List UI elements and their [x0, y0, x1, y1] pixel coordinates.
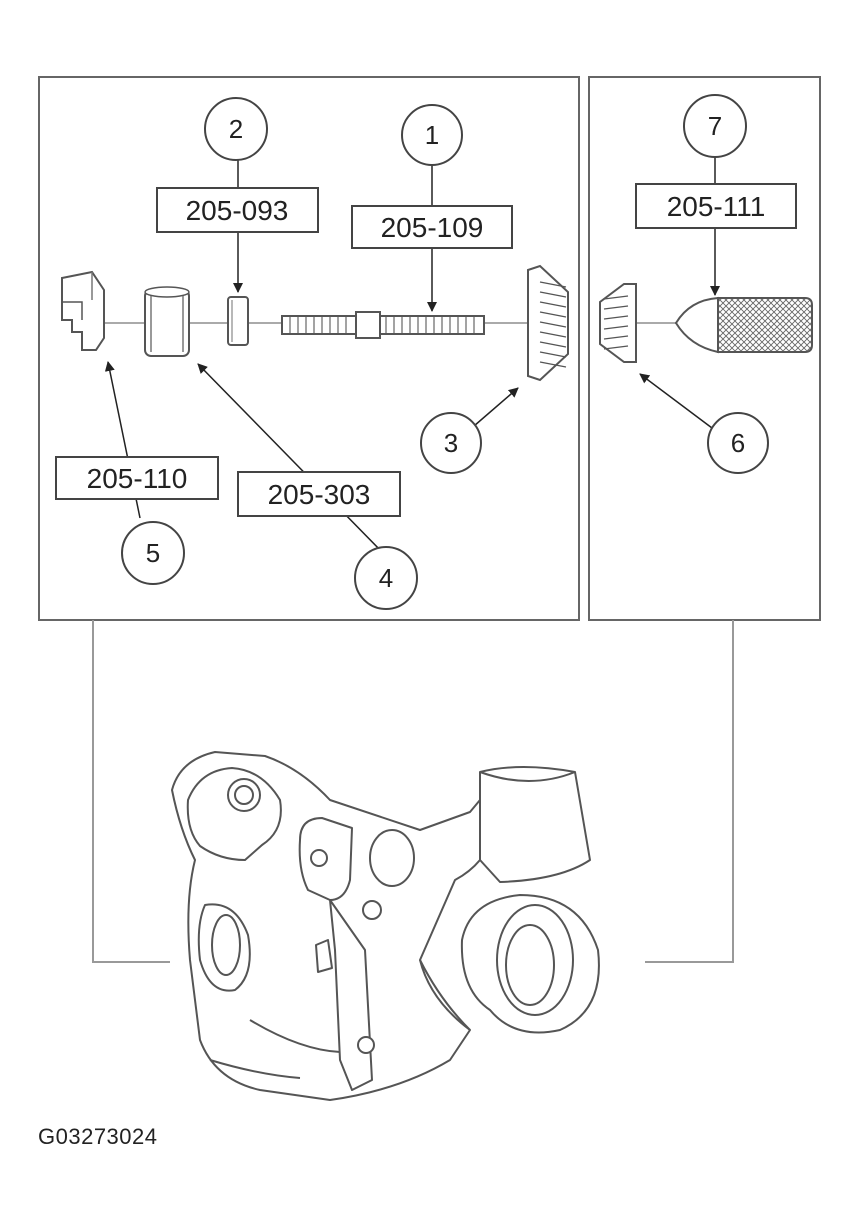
callout-circle-5: 5	[121, 521, 185, 585]
left-connector-line	[92, 620, 170, 963]
left-panel-frame	[38, 76, 580, 621]
right-connector-line	[645, 620, 734, 963]
callout-circle-2: 2	[204, 97, 268, 161]
tool-label-2: 205-093	[156, 187, 319, 233]
callout-circle-3: 3	[420, 412, 482, 474]
installer-7-shape	[674, 296, 813, 354]
callout-circle-1: 1	[401, 104, 463, 166]
svg-text:4: 4	[379, 563, 393, 593]
leader-6	[639, 373, 713, 429]
gear-6-shape	[599, 283, 637, 363]
svg-text:5: 5	[146, 538, 160, 568]
tool-label-1: 205-109	[351, 205, 513, 249]
tool-label-4: 205-303	[237, 471, 401, 517]
svg-text:1: 1	[425, 120, 439, 150]
svg-text:205-111: 205-111	[667, 191, 766, 222]
gear-3-shape	[527, 264, 569, 382]
svg-text:205-109: 205-109	[381, 212, 484, 243]
callout-circle-4: 4	[354, 546, 418, 610]
svg-text:205-303: 205-303	[268, 479, 371, 510]
leader-3	[473, 387, 519, 427]
adapter-5-shape	[61, 270, 105, 351]
tool-label-5: 205-110	[55, 456, 219, 500]
spacer-2-shape	[227, 296, 249, 346]
svg-text:205-110: 205-110	[87, 463, 188, 494]
svg-text:205-093: 205-093	[186, 195, 289, 226]
right-panel-frame	[588, 76, 821, 621]
svg-text:3: 3	[444, 428, 458, 458]
callout-circle-7: 7	[683, 94, 747, 158]
svg-text:7: 7	[708, 111, 722, 141]
figure-id: G03273024	[38, 1124, 158, 1149]
svg-text:6: 6	[731, 428, 745, 458]
tool-label-7: 205-111	[635, 183, 797, 229]
callout-circle-6: 6	[707, 412, 769, 474]
svg-text:2: 2	[229, 114, 243, 144]
cup-4-shape	[144, 286, 190, 357]
leader-4	[197, 363, 383, 553]
differential-housing	[171, 751, 600, 1101]
rod-1-shape	[281, 311, 485, 339]
